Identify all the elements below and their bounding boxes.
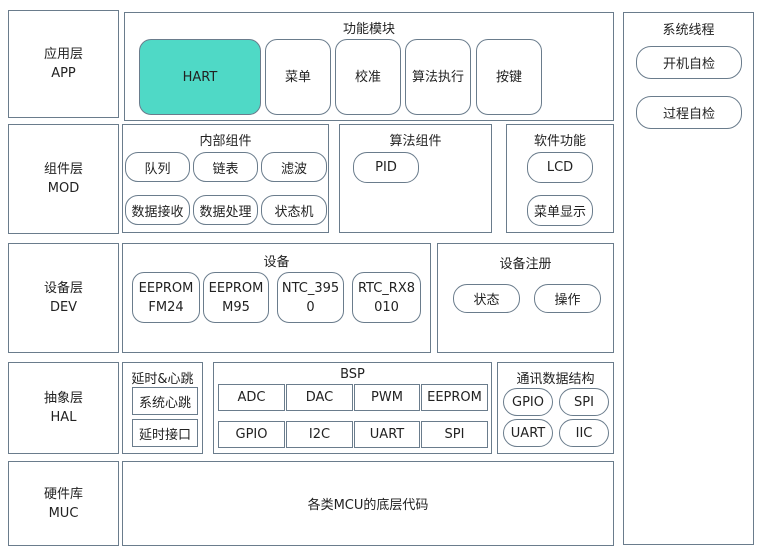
dev-device-title: 设备 <box>263 255 290 270</box>
mod-item-pid: PID <box>353 152 419 183</box>
thread-process-check: 过程自检 <box>636 96 742 129</box>
hal-delay-heartbeat: 延时&心跳 系统心跳 延时接口 <box>122 362 203 454</box>
mod-soft-title: 软件功能 <box>533 134 586 149</box>
app-item-algorithm: 算法执行 <box>405 39 471 115</box>
layer-dev: 设备层 DEV <box>8 243 119 353</box>
dev-item-operation: 操作 <box>534 284 601 313</box>
comm-item-gpio: GPIO <box>503 388 553 416</box>
layer-hal: 抽象层 HAL <box>8 362 119 454</box>
dev-item-eeprom-fm24: EEPROM FM24 <box>132 272 200 323</box>
comm-item-spi: SPI <box>559 388 609 416</box>
app-item-menu: 菜单 <box>265 39 331 115</box>
mod-item-lcd: LCD <box>527 152 593 183</box>
layer-dev-en: DEV <box>49 300 78 315</box>
system-threads: 系统线程 开机自检 过程自检 <box>623 12 754 545</box>
layer-hal-cn: 抽象层 <box>43 391 83 406</box>
hal-comm-data: 通讯数据结构 GPIO SPI UART IIC <box>497 362 614 454</box>
hal-bsp-title: BSP <box>340 367 365 382</box>
layer-app-en: APP <box>51 66 76 81</box>
layer-muc: 硬件库 MUC <box>8 461 119 546</box>
mod-item-data-process: 数据处理 <box>193 195 258 225</box>
mod-item-linked-list: 链表 <box>193 152 258 182</box>
hal-item-delay-interface: 延时接口 <box>132 419 198 447</box>
app-title: 功能模块 <box>342 22 395 37</box>
layer-mod: 组件层 MOD <box>8 124 119 234</box>
bsp-item-dac: DAC <box>286 384 353 411</box>
mod-software: 软件功能 LCD 菜单显示 <box>506 124 614 233</box>
layer-app: 应用层 APP <box>8 10 119 118</box>
comm-item-uart: UART <box>503 419 553 447</box>
mod-internal: 内部组件 队列 链表 滤波 数据接收 数据处理 状态机 <box>122 124 329 233</box>
muc-text: 各类MCU的底层代码 <box>307 498 429 513</box>
dev-register-title: 设备注册 <box>499 257 552 272</box>
dev-item-rtc-rx8010: RTC_RX8 010 <box>352 272 421 323</box>
app-item-calibration: 校准 <box>335 39 401 115</box>
bsp-item-pwm: PWM <box>354 384 420 411</box>
layer-app-cn: 应用层 <box>43 47 83 62</box>
comm-item-iic: IIC <box>559 419 609 447</box>
dev-item-state: 状态 <box>453 284 520 313</box>
bsp-item-eeprom: EEPROM <box>421 384 488 411</box>
threads-title: 系统线程 <box>662 23 715 38</box>
layer-mod-en: MOD <box>47 181 80 196</box>
app-item-hart: HART <box>139 39 261 115</box>
mod-algo-title: 算法组件 <box>389 134 442 149</box>
app-function-modules: 功能模块 HART 菜单 校准 算法执行 按键 <box>124 12 614 121</box>
dev-item-eeprom-m95: EEPROM M95 <box>203 272 269 323</box>
bsp-item-spi: SPI <box>421 421 488 448</box>
dev-devices: 设备 EEPROM FM24 EEPROM M95 NTC_395 0 RTC_… <box>122 243 431 353</box>
mod-item-state-machine: 状态机 <box>261 195 327 225</box>
layer-mod-cn: 组件层 <box>43 162 83 177</box>
layer-dev-cn: 设备层 <box>43 281 83 296</box>
bsp-item-adc: ADC <box>218 384 285 411</box>
mod-algorithm: 算法组件 PID <box>339 124 492 233</box>
muc-hardware-lib: 各类MCU的底层代码 <box>122 461 614 546</box>
layer-muc-en: MUC <box>48 505 79 521</box>
mod-item-data-receive: 数据接收 <box>125 195 190 225</box>
bsp-item-i2c: I2C <box>286 421 353 448</box>
bsp-item-gpio: GPIO <box>218 421 285 448</box>
layer-muc-cn: 硬件库 <box>43 486 83 502</box>
mod-internal-title: 内部组件 <box>199 134 252 149</box>
mod-item-menu-display: 菜单显示 <box>527 195 593 226</box>
thread-startup-check: 开机自检 <box>636 46 742 79</box>
dev-item-ntc-3950: NTC_395 0 <box>277 272 344 323</box>
hal-comm-title: 通讯数据结构 <box>516 372 595 387</box>
layer-hal-en: HAL <box>50 410 77 425</box>
mod-item-queue: 队列 <box>125 152 190 182</box>
mod-item-filter: 滤波 <box>261 152 327 182</box>
dev-register: 设备注册 状态 操作 <box>437 243 614 353</box>
hal-item-heartbeat: 系统心跳 <box>132 387 198 415</box>
bsp-item-uart: UART <box>354 421 420 448</box>
hal-bsp: BSP ADC DAC PWM EEPROM GPIO I2C UART SPI <box>213 362 492 454</box>
hal-delay-title: 延时&心跳 <box>131 372 194 387</box>
app-item-keys: 按键 <box>476 39 542 115</box>
